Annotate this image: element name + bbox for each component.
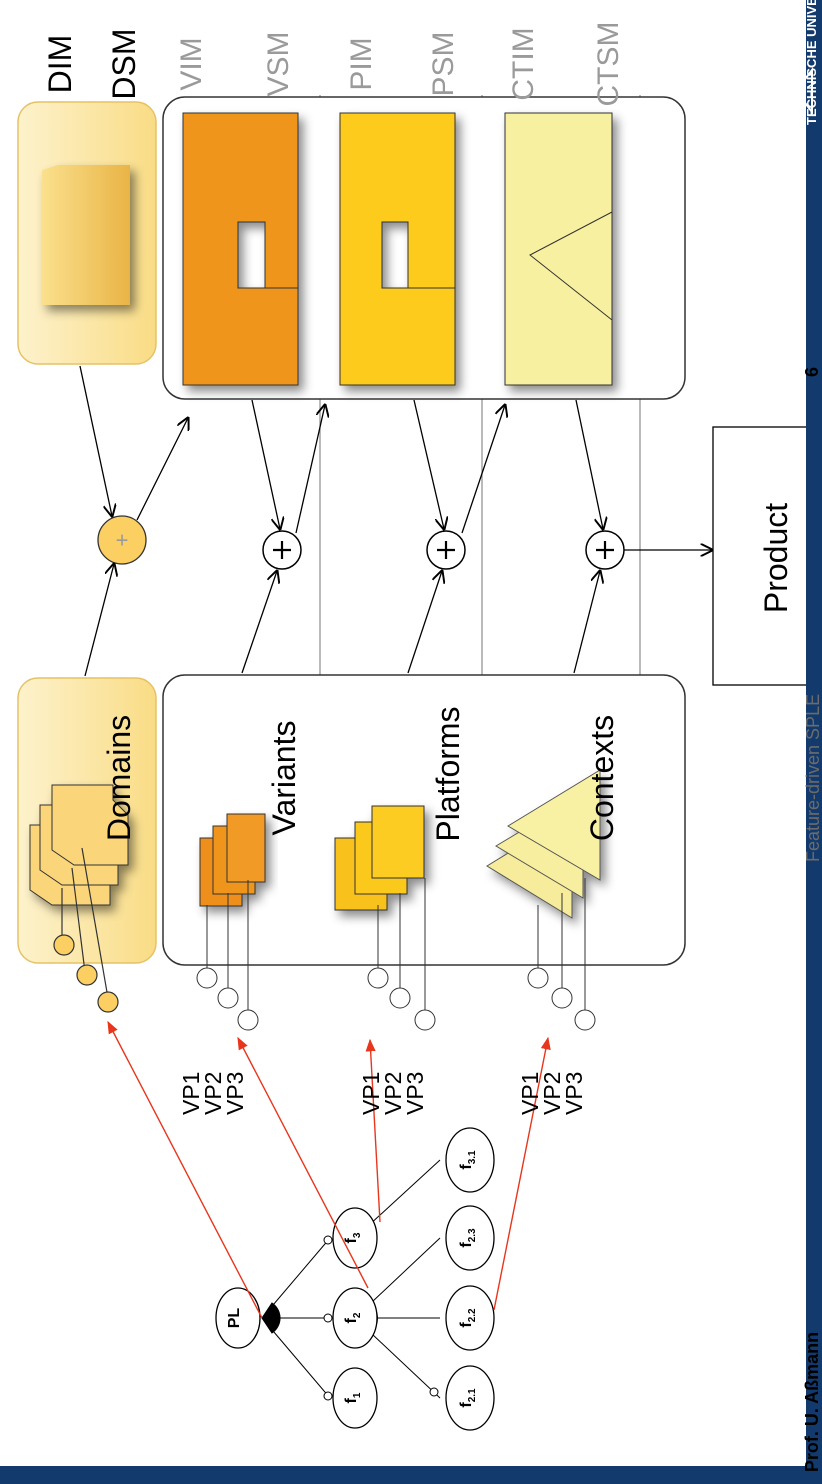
footer-university: TECHNISCHE UNIVERSITÄT — [804, 0, 819, 125]
vp1-label: VP1 — [178, 1071, 204, 1115]
feature-f31: f3.1 — [458, 1150, 479, 1170]
feature-f21: f2.1 — [458, 1388, 479, 1408]
feature-pl: PL — [226, 1307, 243, 1329]
domain-composition-operator — [97, 515, 147, 565]
domain-variation-points — [53, 847, 119, 1013]
footer-edge — [0, 1466, 806, 1484]
label-ctsm: CTSM — [592, 21, 625, 107]
vp1-label: VP1 — [358, 1071, 384, 1115]
feature-mapping-arrows — [107, 1020, 551, 1319]
product-box — [712, 426, 822, 686]
domain-cards — [29, 784, 129, 906]
caption-contexts: Contexts — [584, 714, 620, 842]
contexts-stack — [486, 769, 601, 919]
caption-domains: Domains — [101, 714, 137, 842]
feature-tree-edges — [261, 1159, 441, 1399]
feature-f22: f2.2 — [458, 1308, 479, 1328]
dsm-card — [42, 165, 130, 305]
domain-plus-sign: + — [116, 528, 129, 553]
vp3-label: VP3 — [222, 1071, 248, 1115]
label-psm: PSM — [427, 31, 460, 97]
feature-nodes — [215, 1127, 495, 1431]
vp3-label: VP3 — [561, 1071, 587, 1115]
vp-labels-variants: VP1 VP2 VP3 — [178, 1035, 250, 1115]
feature-f1: f1 — [343, 1392, 364, 1404]
vp3-label: VP3 — [402, 1071, 428, 1115]
feature-tree-markers — [261, 1155, 457, 1401]
caption-platforms: Platforms — [430, 706, 466, 842]
feature-f3: f3 — [343, 1232, 364, 1244]
university-logo — [794, 67, 813, 115]
label-vim: VIM — [175, 37, 208, 91]
vsm-shape — [182, 112, 299, 386]
vp-labels-contexts: VP1 VP2 VP3 — [517, 1035, 589, 1115]
footer-bar — [806, 0, 822, 1484]
label-vsm: VSM — [262, 31, 295, 97]
variation-point-lines — [196, 878, 596, 1031]
vp2-label: VP2 — [380, 1071, 406, 1115]
footer-author: Prof. U. Aßmann — [802, 1331, 822, 1473]
psm-shape — [339, 112, 456, 386]
feature-f23: f2.3 — [458, 1228, 479, 1248]
caption-product: Product — [758, 502, 794, 614]
label-dim: DIM — [42, 34, 78, 94]
label-ctim: CTIM — [507, 27, 540, 101]
label-dsm: DSM — [106, 28, 142, 100]
composition-plus-signs — [273, 541, 614, 559]
vp1-label: VP1 — [517, 1071, 543, 1115]
vp-labels-platforms: VP1 VP2 VP3 — [358, 1035, 430, 1115]
footer-title: Feature-driven SPLE — [803, 693, 822, 862]
platforms-stack — [334, 805, 425, 911]
footer-page: 6 — [802, 367, 822, 378]
caption-variants: Variants — [266, 720, 302, 836]
vp2-label: VP2 — [539, 1071, 565, 1115]
feature-f2: f2 — [343, 1312, 364, 1324]
ctsm-shape — [504, 112, 613, 386]
label-pim: PIM — [345, 37, 378, 91]
vp2-label: VP2 — [200, 1071, 226, 1115]
composition-arrows — [79, 365, 712, 677]
variants-stack — [199, 813, 266, 907]
